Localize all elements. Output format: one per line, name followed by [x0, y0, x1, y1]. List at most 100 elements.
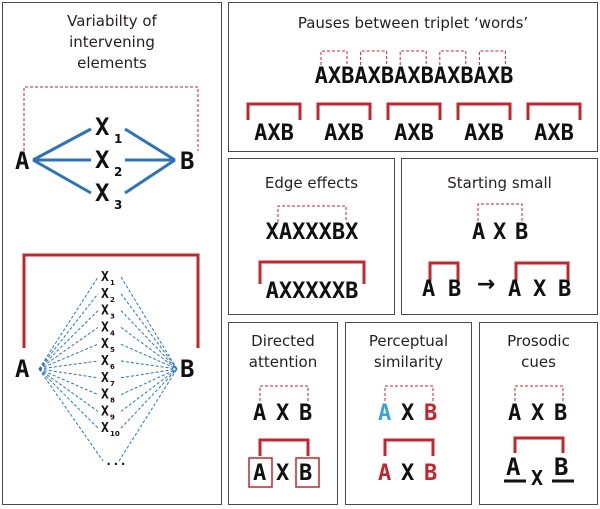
bottom-x-token: X: [101, 270, 109, 285]
word-solid-dependency: [246, 102, 302, 120]
directed-top-x: X: [276, 401, 289, 426]
directed-solid-dependency: [258, 438, 310, 456]
directed-top-b: B: [299, 401, 312, 426]
fan-link-left: [38, 368, 104, 462]
top-x2-token: X: [95, 146, 110, 174]
pauses-word: AXB: [324, 121, 364, 146]
edge-top-sequence: XAXXXBX: [266, 220, 359, 245]
edge-bottom-sequence: AXXXXXB: [266, 279, 359, 304]
perceptual-bottom-b: B: [424, 461, 437, 486]
starting-small-dependency: [428, 261, 460, 281]
prosodic-diagram: A X B A X B: [504, 385, 574, 490]
starting-title: Starting small: [447, 174, 552, 192]
top-x1-token: X: [95, 113, 110, 141]
directed-title-line-2: attention: [248, 353, 318, 371]
directed-a-highlight-box: [248, 457, 273, 488]
fan-link-left: [38, 310, 99, 370]
bottom-x-token: X: [101, 354, 109, 369]
top-x2-subscript: 2: [114, 165, 122, 179]
fan-link-right: [120, 276, 178, 370]
perceptual-top-a: A: [378, 401, 391, 426]
starting-small-a: A: [422, 277, 435, 302]
fan-link-right: [118, 368, 178, 462]
bottom-x-token: X: [101, 388, 109, 403]
perceptual-dashed-dependency: [384, 385, 434, 401]
bottom-ellipsis: ...: [105, 454, 127, 468]
perceptual-bottom-a: A: [378, 461, 391, 486]
word-solid-dependency: [526, 102, 582, 120]
word-solid-dependency: [386, 102, 442, 120]
bottom-b-token: B: [180, 355, 194, 383]
bottom-x-token: X: [101, 337, 109, 352]
bottom-dashed-links: [38, 276, 178, 462]
starting-top-a: A: [472, 220, 485, 245]
fan-link-right: [120, 368, 178, 396]
prosodic-title-line-2: cues: [521, 353, 556, 371]
perceptual-solid-dependency: [383, 438, 435, 456]
starting-full-b: B: [558, 277, 571, 302]
word-solid-dependency: [316, 102, 372, 120]
top-b-token: B: [180, 147, 194, 175]
directed-dashed-dependency: [259, 385, 309, 401]
fan-link-left: [38, 368, 99, 429]
edge-diagram: XAXXXBX AXXXXXB: [258, 205, 366, 304]
fan-link-right: [120, 368, 178, 429]
starting-full-x: X: [533, 277, 546, 302]
edge-solid-dependency: [258, 260, 366, 284]
panel-perceptual: Perceptual similarity A X B A X B: [345, 322, 472, 505]
pauses-title: Pauses between triplet ‘words’: [297, 14, 529, 32]
fan-link-left: [38, 293, 99, 370]
fan-link-right: [120, 343, 178, 370]
edge-title: Edge effects: [264, 174, 359, 192]
perceptual-top-b: B: [424, 401, 437, 426]
bottom-x-subscript: 3: [110, 313, 115, 321]
bottom-x-subscript: 8: [110, 397, 115, 405]
prosodic-solid-dependency: [513, 436, 565, 453]
fan-link-left: [38, 276, 99, 370]
fan-link-right: [120, 360, 178, 370]
directed-title: Directed attention: [229, 331, 337, 373]
directed-diagram: A X B A X B: [248, 385, 320, 488]
starting-top-x: X: [493, 220, 506, 245]
stream-dashed-dependency: [439, 50, 467, 65]
starting-full-a: A: [508, 277, 521, 302]
prosodic-top-x: X: [531, 401, 544, 426]
pauses-stream: AXBAXBAXBAXBAXB: [315, 64, 514, 89]
stream-dashed-dependency: [360, 50, 388, 65]
panel-starting: Starting small A X B A B → A X B: [401, 158, 598, 315]
perceptual-top-x: X: [401, 401, 414, 426]
prosodic-title: Prosodic cues: [480, 331, 597, 373]
perceptual-diagram: A X B A X B: [378, 385, 437, 486]
bottom-x-token: X: [101, 404, 109, 419]
bottom-x-token: X: [101, 287, 109, 302]
top-a-token: A: [15, 147, 30, 175]
bottom-x-subscript: 1: [110, 279, 115, 287]
perceptual-title-line-2: similarity: [373, 353, 444, 371]
prosodic-bottom-b: B: [554, 453, 568, 481]
top-x3-subscript: 3: [114, 198, 122, 212]
fan-link-left: [38, 343, 99, 370]
bottom-dependency-solid: [22, 253, 200, 348]
top-x1-subscript: 1: [114, 132, 122, 146]
starting-arrow: →: [477, 272, 495, 297]
stream-dashed-dependency: [320, 50, 348, 65]
bottom-x-subscript: 2: [110, 296, 115, 304]
prosodic-bottom-x: X: [531, 466, 543, 490]
bottom-x-token: X: [101, 371, 109, 386]
prosodic-top-b: B: [554, 401, 567, 426]
bottom-a-token: A: [15, 355, 30, 383]
word-solid-dependency: [456, 102, 512, 120]
perceptual-title: Perceptual similarity: [346, 331, 471, 373]
bottom-x-subscript: 6: [110, 363, 115, 371]
panel-edge: Edge effects XAXXXBX AXXXXXB: [228, 158, 395, 315]
bottom-x-token: X: [101, 421, 109, 436]
bottom-x-subscript: 5: [110, 346, 115, 354]
panel-variability: Variabilty of intervening elements A B X…: [2, 2, 222, 505]
fan-link-left: [38, 368, 99, 412]
starting-full-dependency: [514, 261, 570, 281]
pauses-dashed-dependencies: [320, 50, 506, 65]
perceptual-bottom-x: X: [401, 461, 414, 486]
variability-title-line-3: elements: [77, 54, 147, 72]
